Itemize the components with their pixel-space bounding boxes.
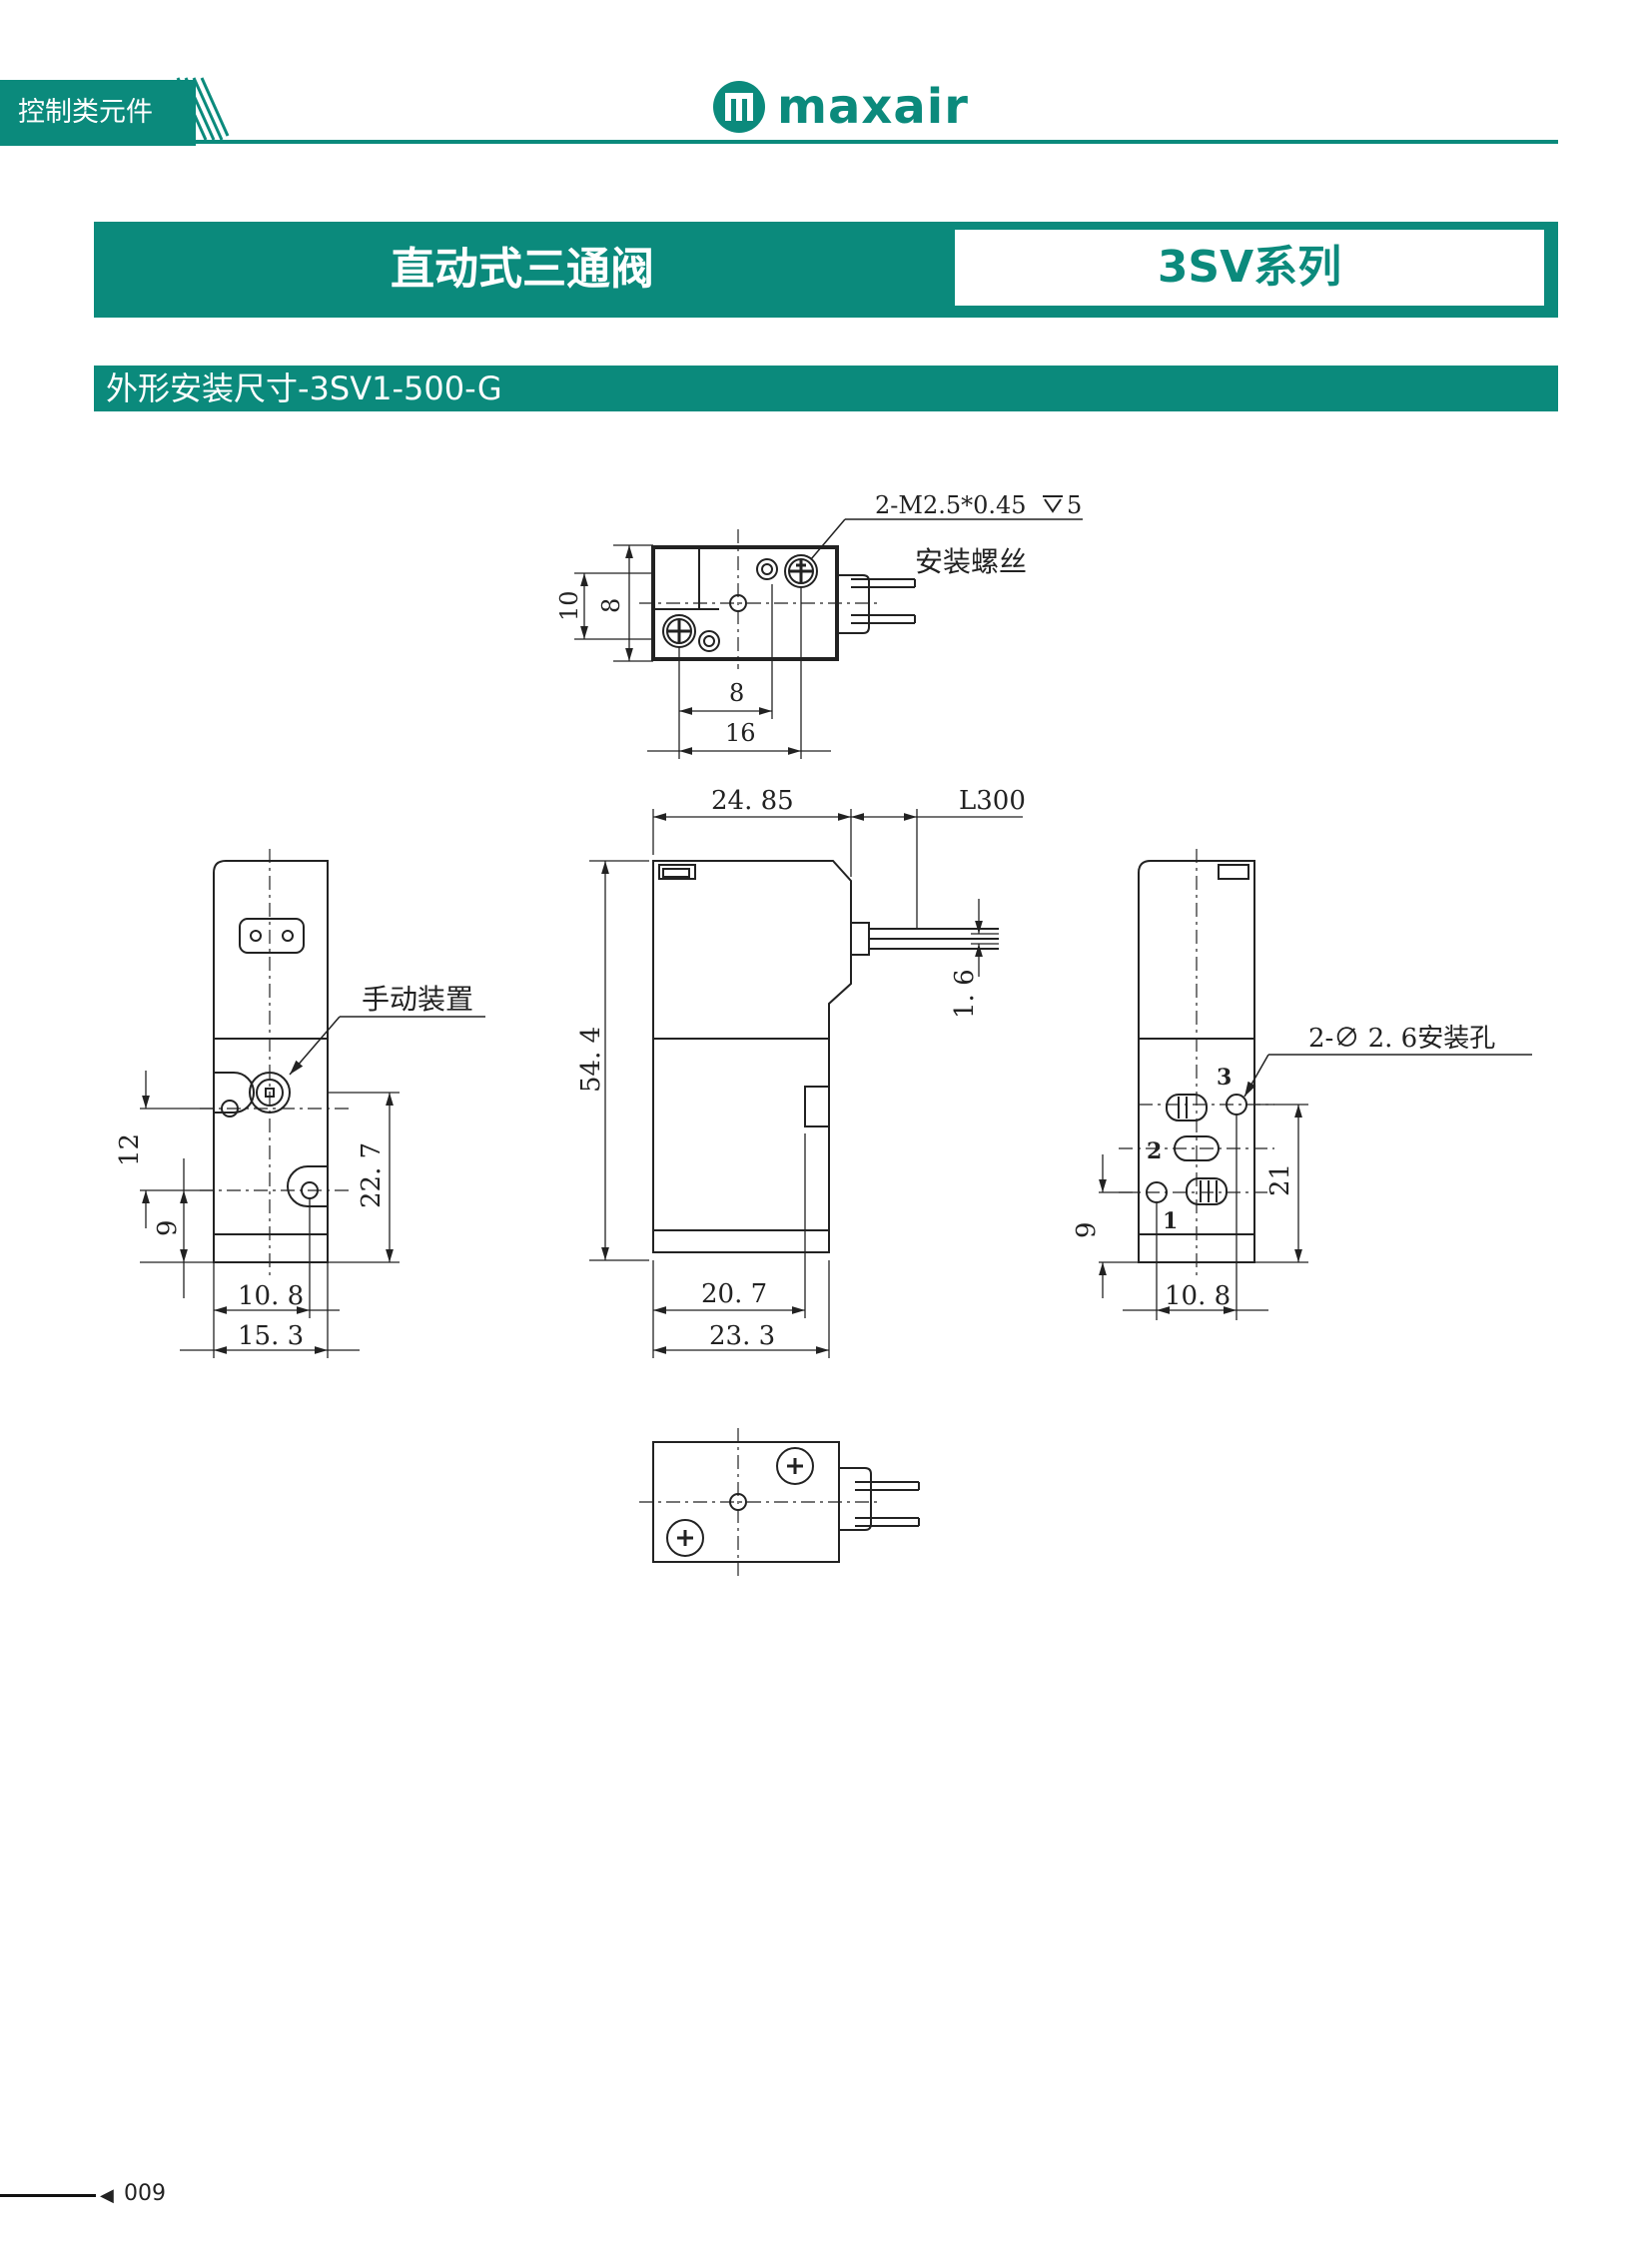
manual-label: 手动装置	[362, 983, 473, 1016]
dim-left-10-8: 10. 8	[238, 1281, 304, 1311]
category-label: 控制类元件	[18, 97, 153, 128]
section-title-text: 外形安装尺寸-3SV1-500-G	[106, 370, 502, 407]
dim-front-54-4: 54. 4	[576, 1027, 606, 1093]
dim-front-20-7: 20. 7	[701, 1279, 767, 1309]
hole-note: 2-∅ 2. 6安装孔	[1308, 1024, 1495, 1054]
category-tab: 控制类元件	[0, 80, 196, 146]
dim-top-8-vertical: 8	[597, 598, 625, 613]
dim-front-24-85: 24. 85	[711, 786, 794, 816]
left-view	[140, 849, 485, 1358]
footer-rule	[0, 2194, 96, 2197]
port-2-label: 2	[1147, 1138, 1162, 1164]
header-rule	[0, 140, 1558, 144]
dim-top-8-horizontal: 8	[729, 679, 744, 707]
dim-front-1-6: 1. 6	[950, 969, 980, 1019]
dim-left-12: 12	[115, 1133, 145, 1166]
right-view	[1099, 849, 1532, 1320]
front-view	[589, 809, 1023, 1358]
dim-left-22-7: 22. 7	[357, 1142, 387, 1208]
page-number: 009	[124, 2181, 166, 2206]
dim-front-l300: L300	[959, 786, 1026, 816]
dim-right-21: 21	[1265, 1163, 1295, 1196]
brand-logo-icon	[713, 81, 765, 133]
bottom-view	[639, 1428, 920, 1576]
depth-symbol-icon	[1043, 495, 1063, 513]
dimension-drawing: 2-M2.5*0.45 5 安装螺丝 10 8 8 16	[115, 491, 1532, 1576]
product-title: 直动式三通阀	[391, 244, 654, 295]
header-stripes	[176, 77, 230, 141]
dim-left-9: 9	[153, 1219, 183, 1236]
screw-label: 安装螺丝	[915, 545, 1027, 578]
dim-front-23-3: 23. 3	[709, 1321, 775, 1351]
dim-top-16: 16	[725, 719, 756, 747]
title-bar: 直动式三通阀 3SV系列	[94, 222, 1558, 318]
series-title: 3SV系列	[955, 230, 1544, 306]
dim-left-15-3: 15. 3	[238, 1321, 304, 1351]
dim-right-9: 9	[1072, 1221, 1102, 1238]
port-3-label: 3	[1217, 1065, 1232, 1091]
brand-logo: maxair	[711, 76, 969, 138]
dim-top-thread: 2-M2.5*0.45	[875, 491, 1027, 519]
brand-name: maxair	[777, 79, 969, 135]
port-1-label: 1	[1163, 1208, 1178, 1234]
dim-top-10: 10	[555, 590, 583, 621]
dim-top-thread-depth: 5	[1067, 491, 1082, 519]
top-view	[574, 518, 1083, 759]
section-title: 外形安装尺寸-3SV1-500-G	[94, 366, 1558, 411]
dim-right-10-8: 10. 8	[1165, 1281, 1231, 1311]
footer-arrow-icon: ◀	[100, 2185, 114, 2206]
